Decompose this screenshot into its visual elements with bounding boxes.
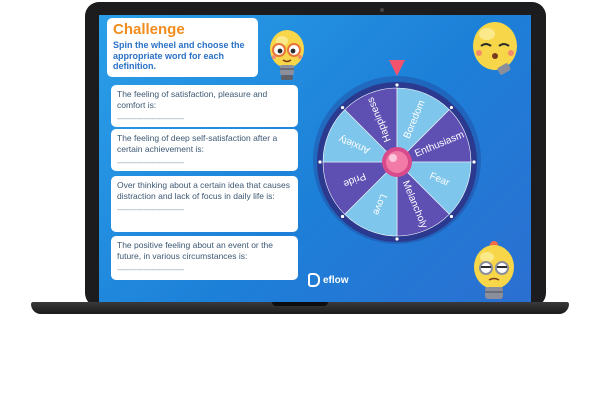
answer-blank[interactable]: ------------------------------- bbox=[117, 158, 185, 167]
wheel-peg bbox=[449, 105, 454, 110]
question-card-2: The feeling of deep self-satisfaction af… bbox=[111, 129, 298, 171]
wheel-pegs bbox=[318, 83, 476, 241]
lightbulb-character-astronaut-icon bbox=[474, 241, 514, 299]
wheel-segment[interactable] bbox=[344, 161, 398, 237]
wheel-segment[interactable] bbox=[396, 109, 472, 163]
wheel-segment[interactable] bbox=[396, 161, 450, 237]
question-text: The feeling of deep self-satisfaction af… bbox=[117, 133, 278, 154]
brand-logo[interactable]: eflow bbox=[308, 273, 349, 287]
wheel-segment[interactable] bbox=[322, 161, 398, 215]
wheel-peg bbox=[395, 83, 399, 87]
question-card-1: The feeling of satisfaction, pleasure an… bbox=[111, 85, 298, 127]
wheel-segment[interactable] bbox=[396, 161, 472, 215]
question-card-3: Over thinking about a certain idea that … bbox=[111, 176, 298, 232]
answer-blank[interactable]: ------------------------------- bbox=[117, 265, 185, 274]
brand-name: eflow bbox=[323, 274, 349, 286]
question-text: Over thinking about a certain idea that … bbox=[117, 180, 290, 201]
wheel-peg bbox=[318, 160, 322, 164]
wheel-peg bbox=[340, 105, 345, 110]
answer-blank[interactable]: ------------------------------- bbox=[117, 205, 185, 214]
eflow-logo-icon bbox=[308, 273, 320, 287]
wheel-segments bbox=[322, 87, 472, 237]
camera bbox=[380, 8, 384, 12]
laptop-base bbox=[31, 302, 569, 314]
wheel-segment[interactable] bbox=[396, 87, 450, 163]
challenge-instruction: Spin the wheel and choose the appropriat… bbox=[113, 40, 245, 71]
wheel-segment[interactable] bbox=[322, 109, 398, 163]
lightbulb-character-glasses-icon bbox=[270, 30, 304, 80]
wheel-peg bbox=[340, 214, 345, 219]
app-screen: Challenge Spin the wheel and choose the … bbox=[99, 15, 531, 302]
question-text: The feeling of satisfaction, pleasure an… bbox=[117, 89, 268, 110]
challenge-title: Challenge bbox=[113, 21, 185, 38]
answer-blank[interactable]: ------------------------------- bbox=[117, 114, 185, 123]
wheel-peg bbox=[449, 214, 454, 219]
question-card-4: The positive feeling about an event or t… bbox=[111, 236, 298, 280]
wheel-peg bbox=[472, 160, 476, 164]
wheel-peg bbox=[395, 237, 399, 241]
wheel-pointer-icon bbox=[390, 62, 404, 76]
laptop-hinge bbox=[272, 302, 328, 306]
question-text: The positive feeling about an event or t… bbox=[117, 240, 273, 261]
wheel-segment[interactable] bbox=[344, 87, 398, 163]
challenge-card: Challenge Spin the wheel and choose the … bbox=[107, 18, 258, 77]
lightbulb-character-sleepy-icon bbox=[473, 22, 517, 75]
